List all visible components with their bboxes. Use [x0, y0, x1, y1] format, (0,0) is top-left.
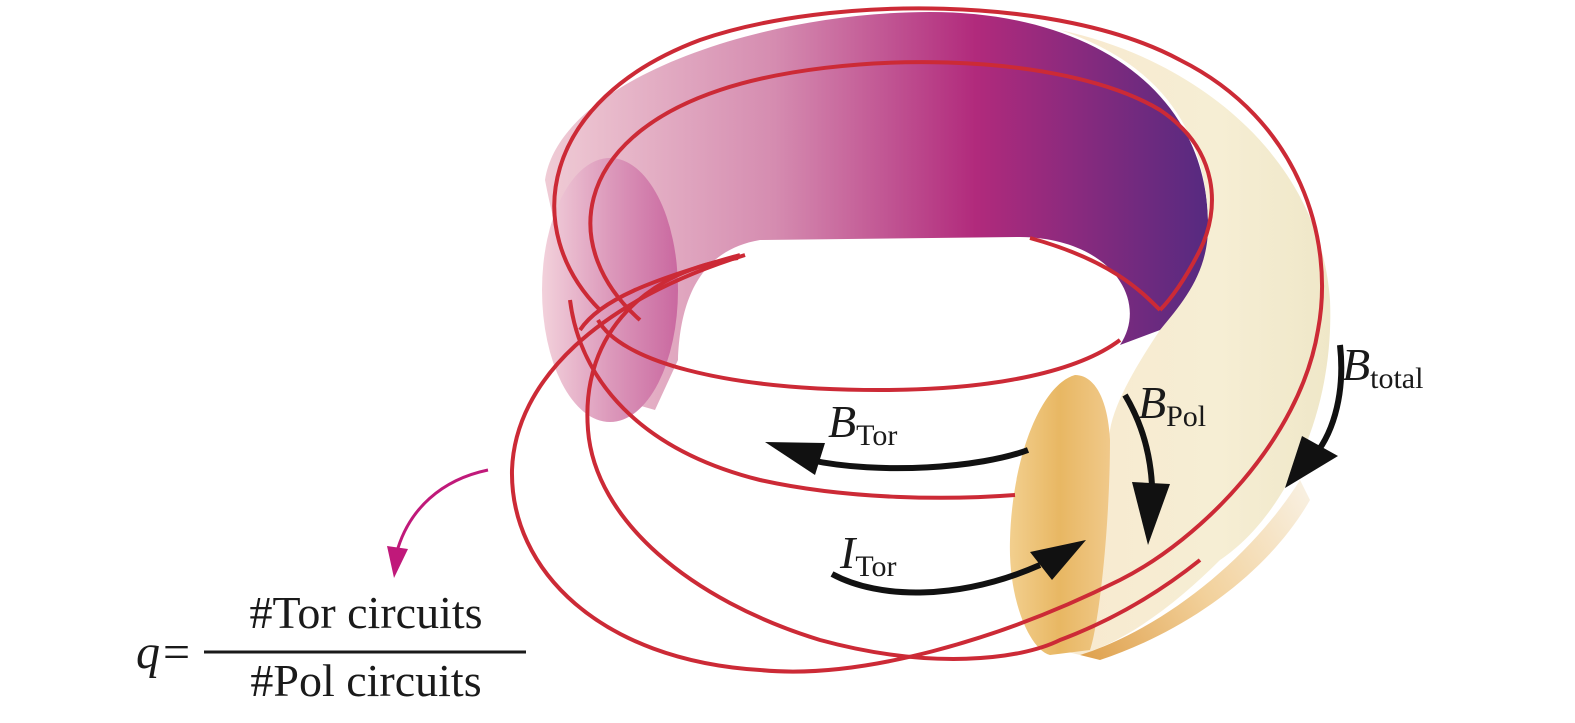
- b-total-arrowhead: [1285, 436, 1338, 488]
- torus-outer-wall: [1040, 30, 1331, 655]
- b-total-arrow: [1312, 344, 1345, 457]
- formula-numerator: #Tor circuits: [249, 587, 482, 638]
- field-line-right-inner: [1029, 236, 1162, 312]
- b-pol-label: BPol: [1138, 377, 1206, 433]
- field-line-inner-top: [588, 60, 1214, 322]
- b-pol-arrowhead: [1132, 482, 1170, 545]
- field-line-inner-bottom: [568, 299, 1016, 500]
- right-cross-section: [1009, 375, 1110, 655]
- formula-pointer: [387, 468, 489, 578]
- formula-lhs: q: [136, 626, 160, 679]
- safety-factor-formula: q = #Tor circuits #Pol circuits: [136, 587, 526, 706]
- i-tor-arrow: [830, 562, 1042, 596]
- formula-equals: =: [163, 626, 190, 679]
- i-tor-arrowhead: [1030, 540, 1086, 580]
- field-line-lower-loop: [585, 256, 1202, 661]
- field-line-inner-ring: [596, 319, 1122, 393]
- field-arrows: [765, 344, 1345, 596]
- field-line-outer-top: [509, 6, 1325, 674]
- field-lines: [509, 6, 1325, 674]
- pointer-arrowhead: [387, 546, 408, 578]
- b-total-label: Btotal: [1342, 339, 1423, 395]
- i-tor-label: ITor: [839, 527, 897, 583]
- b-pol-arrow: [1122, 393, 1155, 486]
- pointer-curve: [396, 468, 489, 549]
- field-line-left-crossing: [578, 253, 741, 332]
- labels: Btotal BPol BTor ITor: [828, 339, 1423, 583]
- torus-surface: [542, 12, 1331, 660]
- b-tor-arrow: [809, 447, 1030, 472]
- torus-inner-wall: [545, 12, 1209, 410]
- b-tor-label: BTor: [828, 396, 897, 452]
- b-tor-arrowhead: [765, 442, 825, 475]
- formula-denominator: #Pol circuits: [250, 655, 481, 706]
